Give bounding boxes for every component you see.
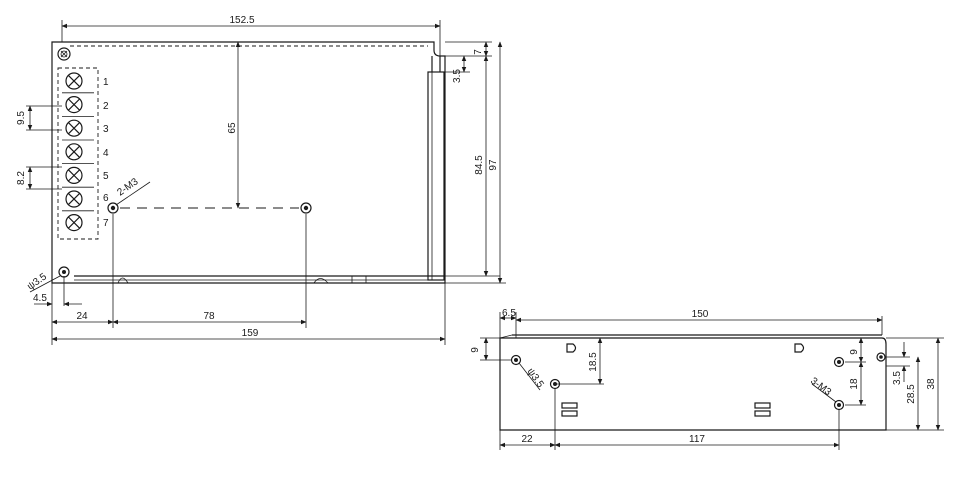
dim-length: 150 [692,309,709,320]
mount-label: 3-M3 [808,376,833,399]
terminal-label: 6 [103,193,109,204]
hole-label: ψ3.5 [525,366,546,390]
dim-width-top: 152.5 [229,15,254,26]
bottom-tab [313,278,329,284]
hole-leader [29,275,61,293]
terminal-screw-cross [67,169,81,182]
mount-leader [115,181,151,206]
dim-height-total: 97 [488,159,499,171]
upper-slot [566,343,577,353]
dim-hole-spacing: 78 [203,311,215,322]
dim-pitch-b: 8.2 [16,171,27,185]
edge-hole-core [62,270,66,274]
dim-bottom-left: 22 [521,434,533,445]
dim-left-offset: 6.5 [502,308,516,319]
side-hole-core [837,403,841,407]
terminal-screw [65,214,83,232]
right-rail-slot [431,56,441,72]
terminal-label: 2 [103,101,109,112]
terminal-screw [65,143,83,161]
dim-right-small: 3.5 [452,69,463,83]
mount-hole [300,202,312,214]
terminal-label: 5 [103,171,109,182]
side-hole-core [837,360,841,364]
dim-length-total: 159 [242,328,259,339]
dim-right-top: 7 [473,49,484,55]
vent-slot [754,402,771,409]
terminal-screw-cross [67,216,81,229]
terminal-label: 1 [103,77,109,88]
terminal-screw-cross [67,192,81,206]
mount-hole-core [303,205,309,211]
terminal-screw [65,72,83,90]
vent-slot [561,402,578,409]
bottom-tab [351,275,367,283]
mount-label: 2-M3 [115,176,140,198]
terminal-block [57,67,99,240]
dim-right-spacing: 18 [849,378,860,390]
dim-hole-x: 24 [76,311,88,322]
terminal-screw [65,95,83,114]
right-rail [427,71,445,281]
corner-screw-cross [60,50,68,58]
terminal-screw-cross [67,145,81,158]
side-hole-core [514,358,518,362]
bottom-tab [117,277,129,284]
side-hole [833,356,845,368]
side-hole [876,352,886,362]
dim-height: 38 [926,378,937,390]
terminal-screws [62,72,94,232]
dim-hole-height: 18.5 [588,352,599,372]
dim-right-mid: 28.5 [906,384,917,404]
mount-hole [107,202,119,214]
vent-slot [561,410,578,417]
corner-screw-inner [60,50,68,58]
side-hole [833,399,845,411]
top-view: 1 2 3 4 5 6 7 152.5 65 9.5 [16,15,506,345]
terminal-label: 7 [103,218,109,229]
vent-slot [754,410,771,417]
terminal-screw [65,166,83,184]
terminal-screw [65,190,83,208]
side-hole-core [879,355,883,359]
dim-pitch-a: 9.5 [16,111,27,125]
dim-right-small: 3.5 [892,371,903,385]
side-view: 6.5 150 9 ψ3.5 18.5 9 18 3-M3 3.5 [470,308,944,450]
dim-height-inner: 65 [227,122,238,134]
dim-right-top: 9 [849,349,860,355]
terminal-screw-cross [67,122,81,135]
hole-label: ψ3.5 [25,271,49,292]
upper-slot [794,343,805,353]
dim-top-offset: 9 [470,347,481,353]
hole-leader [518,362,541,391]
terminal-screw-cross [67,74,81,88]
mount-hole-core [110,205,116,211]
dim-edge-offset: 4.5 [33,293,47,304]
dim-bottom-spacing: 117 [689,434,705,445]
corner-screw [57,47,71,61]
dim-height-mid: 84.5 [474,155,485,175]
terminal-label: 4 [103,148,109,159]
mount-leader [811,383,837,403]
terminal-screw [65,119,83,137]
terminal-screw-cross [67,98,81,111]
side-view-outline [499,337,887,431]
terminal-label: 3 [103,124,109,135]
top-view-outline [51,41,446,284]
